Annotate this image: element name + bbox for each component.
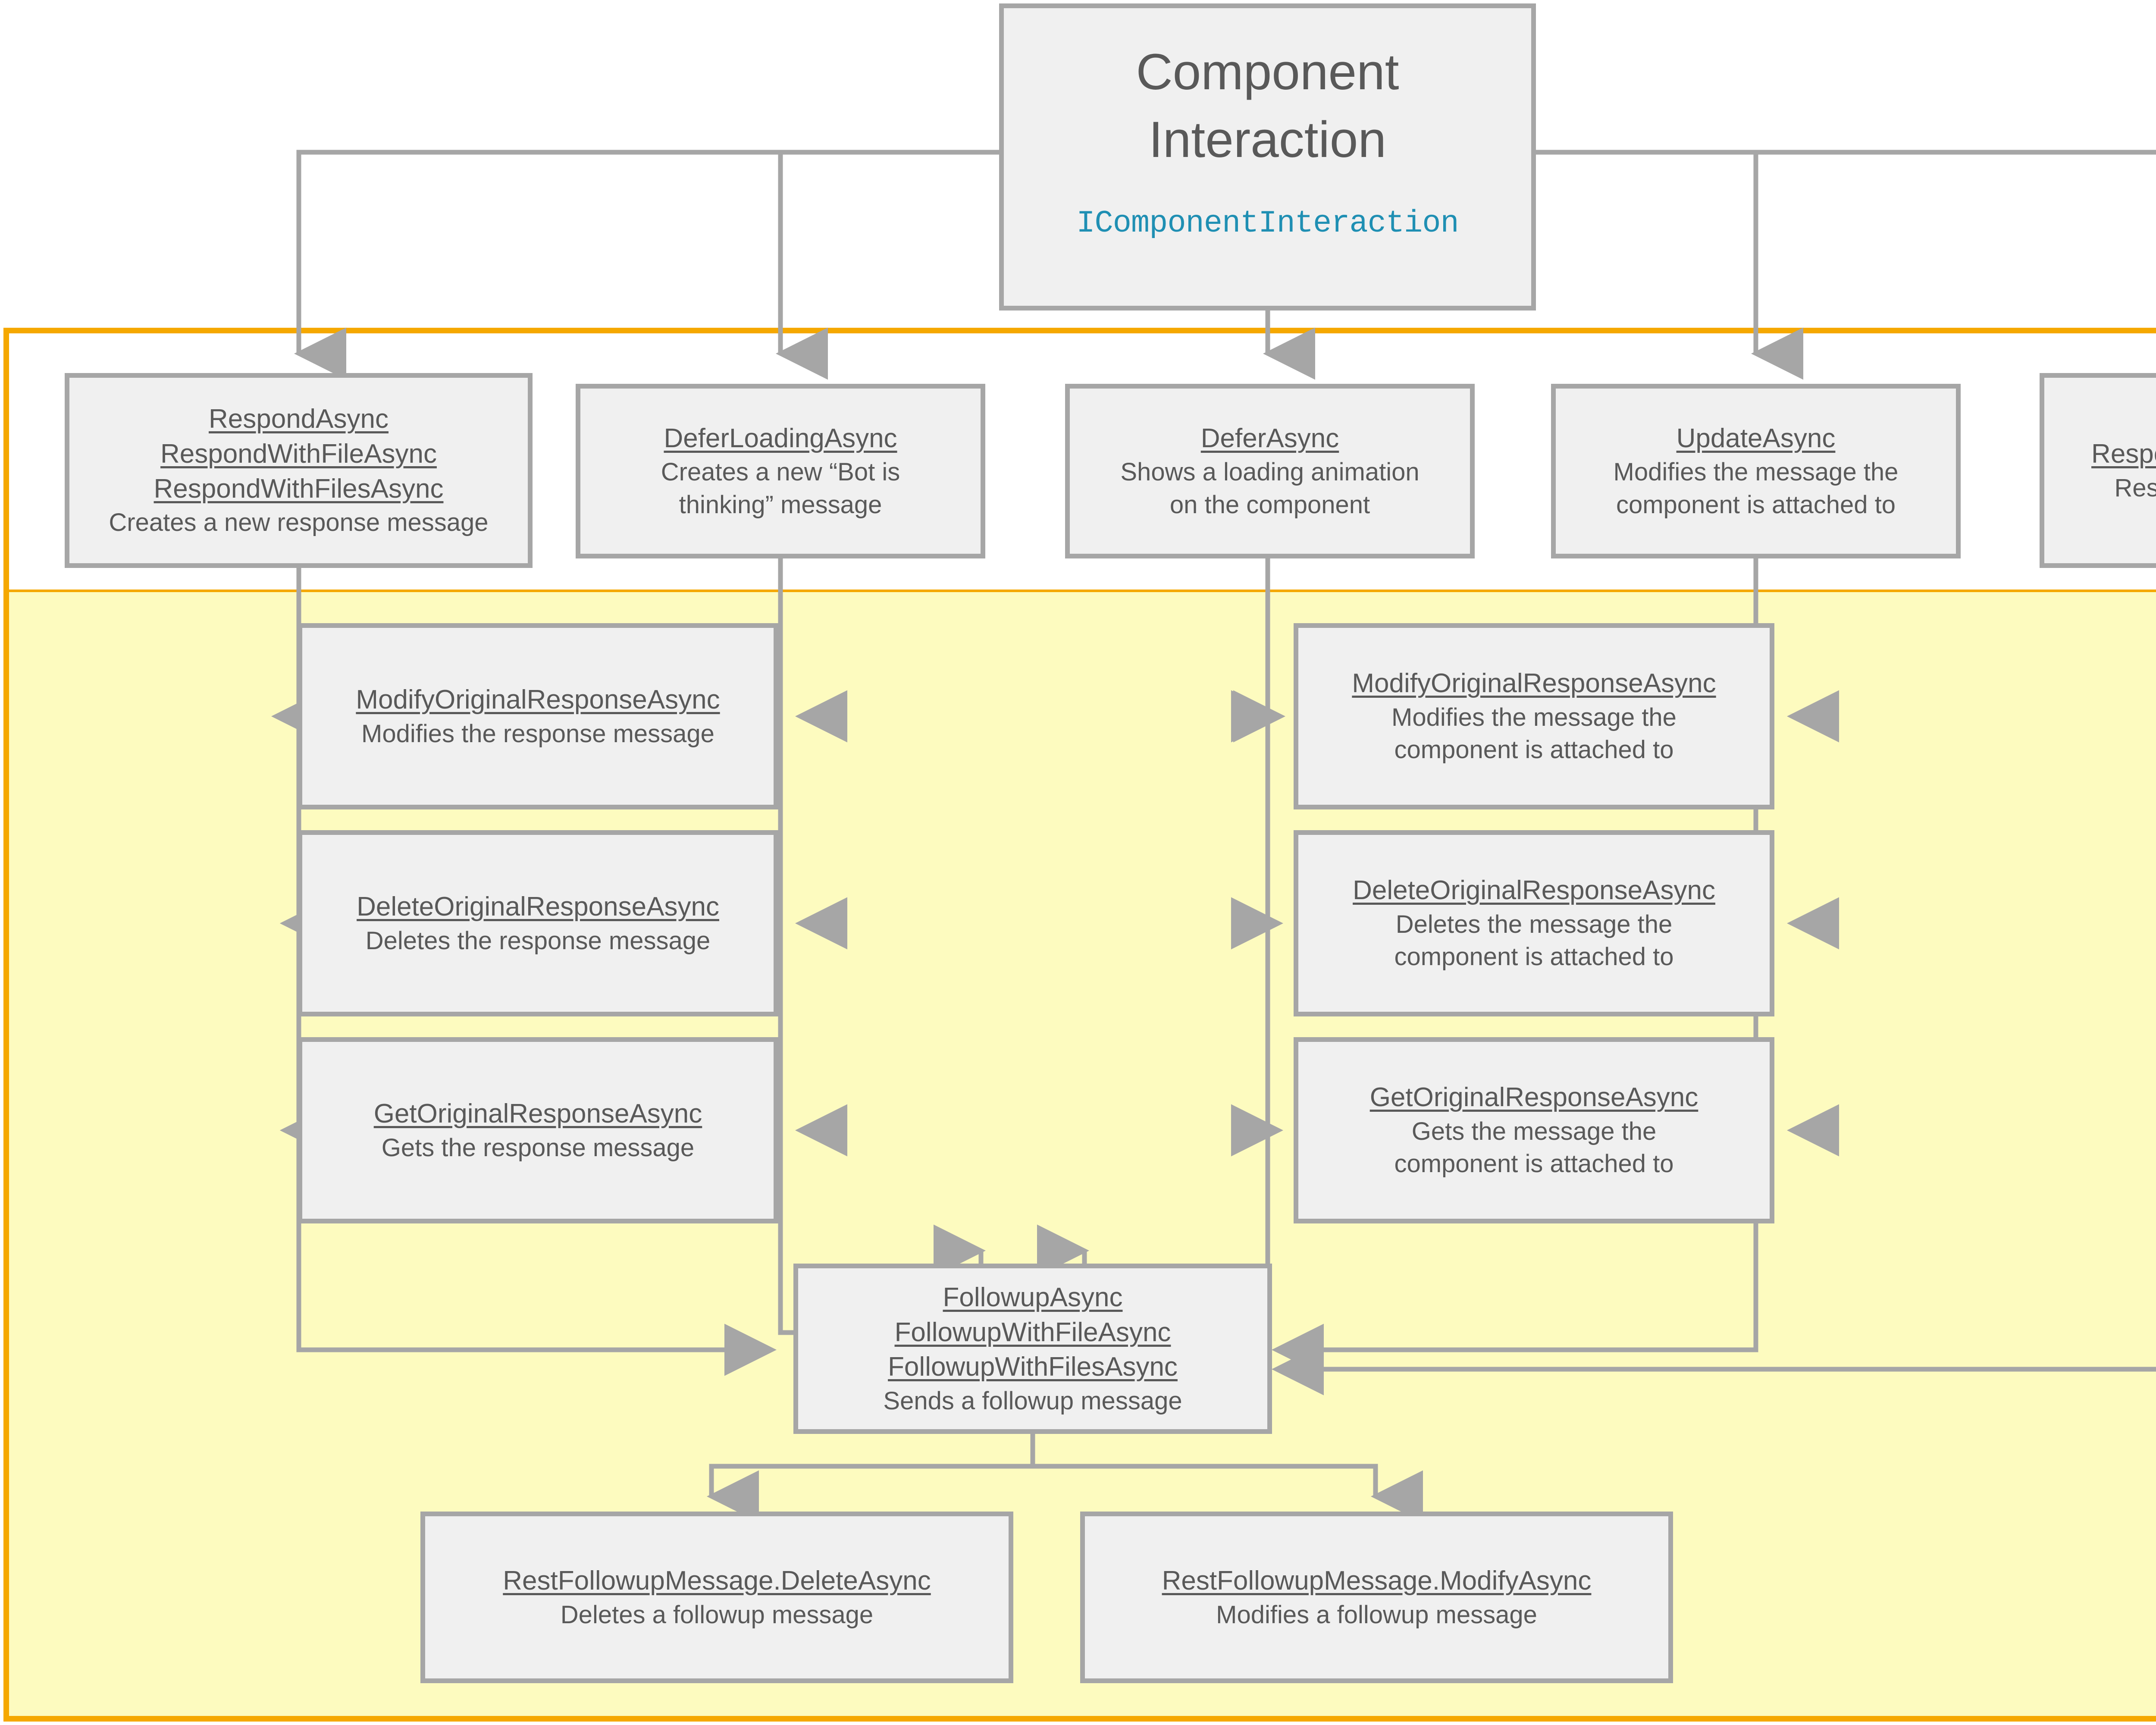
root-title-line2: Interaction <box>1149 111 1386 168</box>
node-rest-followup-message-delete-async[interactable]: RestFollowupMessage.DeleteAsync Deletes … <box>420 1512 1013 1683</box>
root-interface-name: IComponentInteraction <box>1076 205 1459 241</box>
method-description: Modifies a followup message <box>1216 1600 1537 1629</box>
node-defer-loading-async[interactable]: DeferLoadingAsync Creates a new “Bot is … <box>576 384 985 558</box>
component-interaction-node[interactable]: Component Interaction IComponentInteract… <box>999 3 1536 310</box>
method-name: RespondWithFilesAsync <box>154 474 444 504</box>
method-description: Gets the response message <box>381 1133 695 1162</box>
method-name: FollowupWithFilesAsync <box>888 1352 1178 1382</box>
method-description: Deletes the response message <box>365 926 711 955</box>
method-description: thinking” message <box>679 490 882 519</box>
method-name: RespondWithModalAsync <box>2091 439 2156 469</box>
node-mid-modify-original-response-async[interactable]: ModifyOriginalResponseAsync Modifies the… <box>1294 623 1774 809</box>
node-mid-delete-original-response-async[interactable]: DeleteOriginalResponseAsync Deletes the … <box>1294 830 1774 1016</box>
method-name: FollowupAsync <box>943 1282 1123 1312</box>
method-name: ModifyOriginalResponseAsync <box>356 685 720 715</box>
method-name: RespondWithFileAsync <box>160 439 437 469</box>
method-description: Deletes a followup message <box>560 1600 874 1629</box>
node-followup-async[interactable]: FollowupAsync FollowupWithFileAsync Foll… <box>793 1264 1272 1434</box>
method-name: RestFollowupMessage.ModifyAsync <box>1162 1566 1592 1596</box>
method-description: component is attached to <box>1394 943 1674 971</box>
method-description: Sends a followup message <box>883 1386 1182 1415</box>
method-description: Creates a new response message <box>109 508 489 537</box>
method-description: Modifies the message the <box>1391 703 1677 731</box>
node-update-async[interactable]: UpdateAsync Modifies the message the com… <box>1551 384 1961 558</box>
method-description: component is attached to <box>1394 1150 1674 1178</box>
method-name: DeferAsync <box>1200 423 1339 453</box>
method-description: Gets the message the <box>1411 1117 1657 1145</box>
method-name: GetOriginalResponseAsync <box>373 1099 702 1129</box>
method-name: RestFollowupMessage.DeleteAsync <box>503 1566 931 1596</box>
method-description: Creates a new “Bot is <box>661 458 900 486</box>
method-name: GetOriginalResponseAsync <box>1369 1082 1698 1113</box>
method-name: RespondAsync <box>208 404 389 434</box>
method-name: FollowupWithFileAsync <box>894 1317 1171 1347</box>
node-respond-async[interactable]: RespondAsync RespondWithFileAsync Respon… <box>65 373 533 568</box>
method-name: DeferLoadingAsync <box>664 423 897 453</box>
node-defer-async[interactable]: DeferAsync Shows a loading animation on … <box>1065 384 1475 558</box>
node-respond-with-modal-async[interactable]: RespondWithModalAsync Responds with a mo… <box>2040 373 2156 568</box>
method-description: component is attached to <box>1394 736 1674 764</box>
node-left-delete-original-response-async[interactable]: DeleteOriginalResponseAsync Deletes the … <box>298 830 778 1016</box>
root-title-line1: Component <box>1136 44 1399 100</box>
method-description: component is attached to <box>1616 490 1896 519</box>
method-description: Shows a loading animation <box>1120 458 1420 486</box>
method-description: Deletes the message the <box>1395 910 1673 938</box>
node-left-modify-original-response-async[interactable]: ModifyOriginalResponseAsync Modifies the… <box>298 623 778 809</box>
method-description: Modifies the response message <box>361 719 714 748</box>
method-description: Responds with a modal <box>2114 474 2156 502</box>
method-description: Modifies the message the <box>1613 458 1899 486</box>
node-mid-get-original-response-async[interactable]: GetOriginalResponseAsync Gets the messag… <box>1294 1037 1774 1223</box>
method-description: on the component <box>1169 490 1370 519</box>
method-name: DeleteOriginalResponseAsync <box>357 892 719 922</box>
node-left-get-original-response-async[interactable]: GetOriginalResponseAsync Gets the respon… <box>298 1037 778 1223</box>
method-name: ModifyOriginalResponseAsync <box>1352 668 1716 699</box>
method-name: DeleteOriginalResponseAsync <box>1353 875 1715 906</box>
node-rest-followup-message-modify-async[interactable]: RestFollowupMessage.ModifyAsync Modifies… <box>1080 1512 1673 1683</box>
method-name: UpdateAsync <box>1676 423 1836 453</box>
